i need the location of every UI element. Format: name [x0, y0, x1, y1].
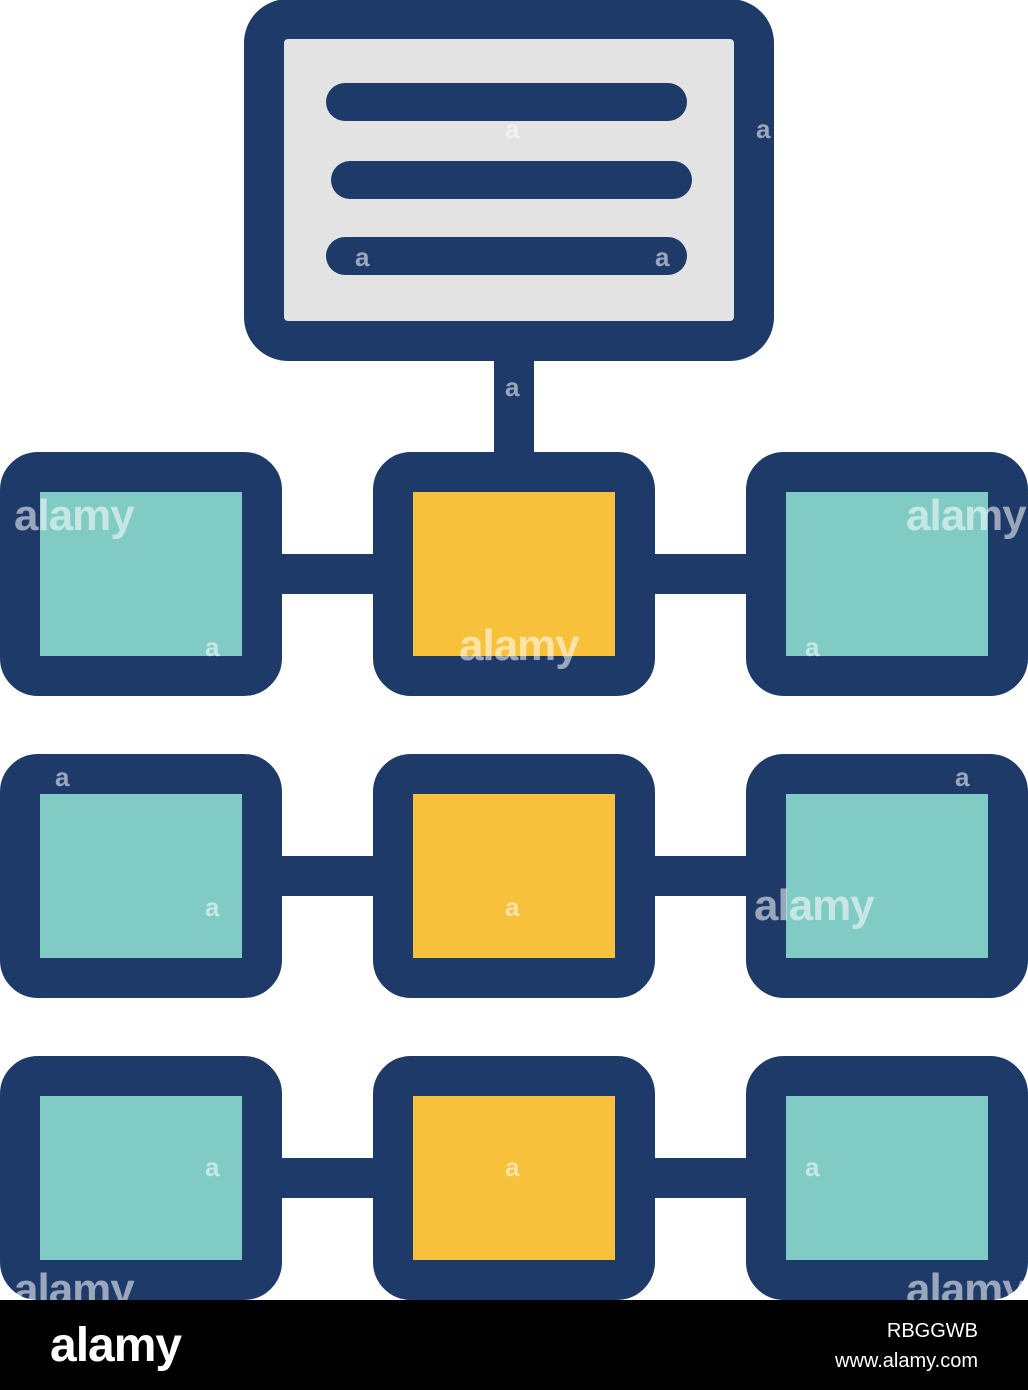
stock-footer-bar: alamy RBGGWB www.alamy.com	[0, 1300, 1028, 1390]
center-box	[373, 452, 655, 696]
footer-logo: alamy	[50, 1319, 182, 1372]
center-box	[373, 754, 655, 998]
hierarchy-diagram	[0, 0, 1028, 1300]
box-grid	[0, 452, 1028, 1300]
side-box	[0, 452, 282, 696]
side-box	[746, 452, 1028, 696]
side-box	[746, 754, 1028, 998]
footer-url: www.alamy.com	[835, 1350, 978, 1372]
document-lines-icon	[326, 83, 692, 275]
side-box	[746, 1056, 1028, 1300]
document-card	[244, 0, 774, 361]
center-box	[373, 1056, 655, 1300]
side-box	[0, 754, 282, 998]
side-box	[0, 1056, 282, 1300]
footer-image-id: RBGGWB	[886, 1320, 978, 1342]
